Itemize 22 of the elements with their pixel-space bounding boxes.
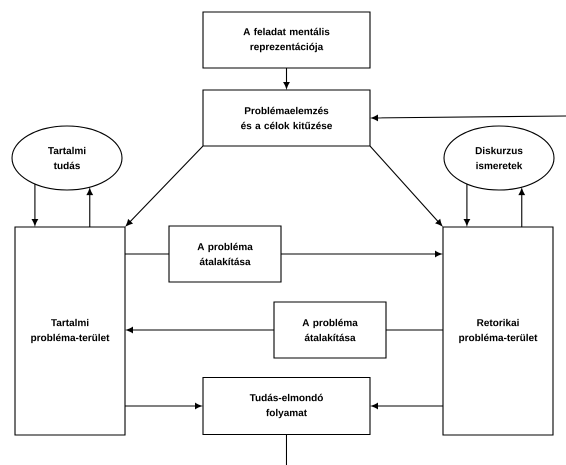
arrow — [125, 402, 202, 409]
arrow — [86, 188, 93, 227]
process-box: A probléma átalakítása — [168, 225, 282, 283]
arrow — [126, 326, 274, 333]
process-box: Tartalmi probléma-terület — [14, 226, 126, 436]
arrow — [371, 114, 566, 121]
arrow — [518, 188, 525, 227]
connector-line — [286, 434, 288, 465]
process-box: Problémaelemzés és a célok kitűzése — [202, 89, 371, 147]
arrow — [464, 184, 470, 226]
process-box: Tudás-elmondó folyamat — [202, 376, 371, 436]
arrow — [371, 402, 443, 409]
connector-line — [386, 329, 443, 331]
arrow — [32, 184, 38, 226]
arrow — [281, 250, 442, 257]
arrow — [370, 146, 442, 226]
process-box: A probléma átalakítása — [273, 301, 387, 359]
arrow — [284, 68, 290, 89]
process-box: Retorikai probléma-terület — [442, 226, 554, 436]
process-box: A feladat mentális reprezentációja — [202, 11, 371, 69]
connector-line — [125, 253, 169, 255]
arrow — [126, 146, 204, 226]
